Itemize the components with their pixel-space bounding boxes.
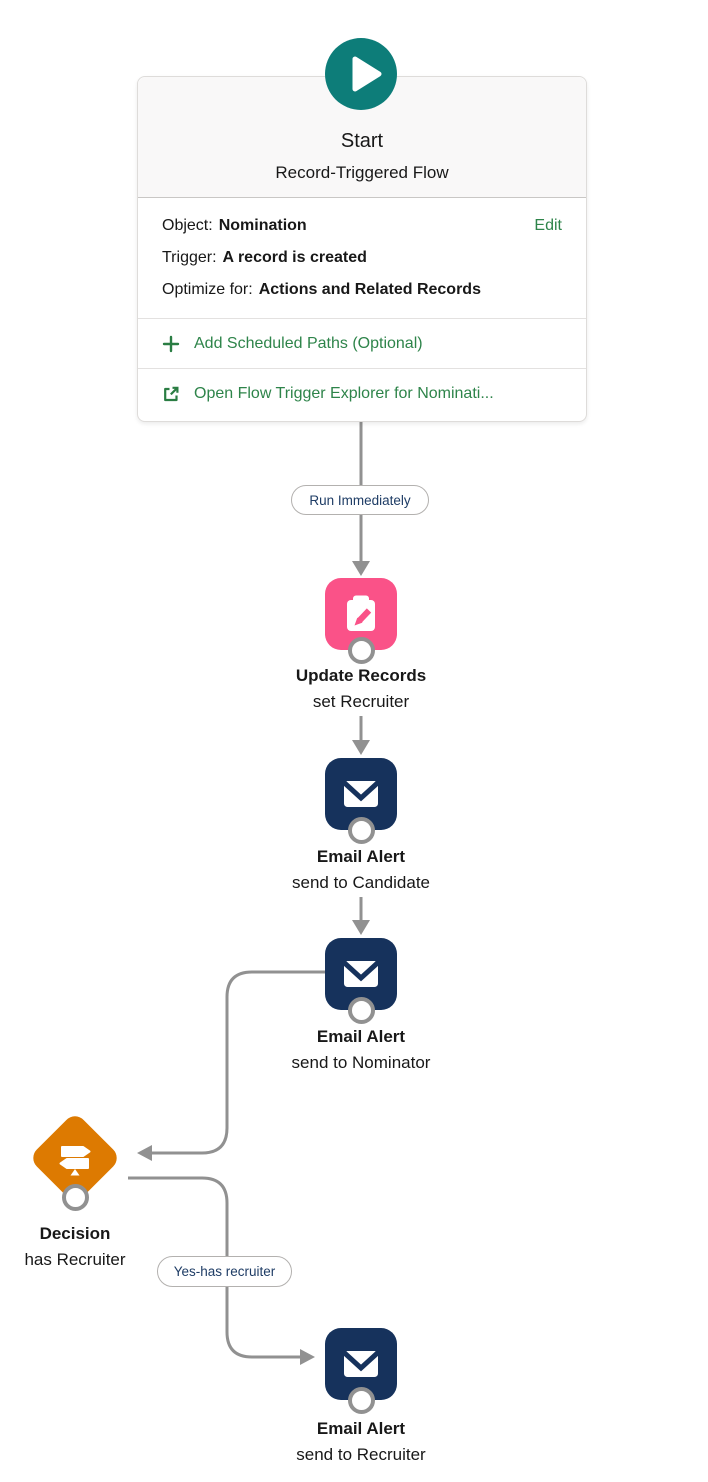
connector-handle-update-records (348, 637, 375, 664)
arrowhead-decision (137, 1145, 152, 1161)
trigger-row: Trigger: A record is created (162, 242, 562, 274)
object-row: Object: Nomination (162, 210, 562, 242)
connector-handle-email-candidate (348, 817, 375, 844)
connector-handle-email-nominator (348, 997, 375, 1024)
connector-email-nominator-to-decision (152, 970, 325, 1155)
connector-label-run-immediately[interactable]: Run Immediately (291, 485, 429, 515)
object-label: Object: (162, 217, 213, 234)
arrowhead-email-candidate (352, 740, 370, 755)
object-value: Nomination (218, 217, 307, 234)
email-envelope-icon (342, 780, 380, 807)
node-title-update-records: Update Records (295, 666, 427, 685)
optimize-label: Optimize for: (162, 281, 253, 298)
trigger-label: Trigger: (162, 249, 217, 266)
open-flow-trigger-explorer-button[interactable]: Open Flow Trigger Explorer for Nominati.… (138, 368, 586, 418)
start-title: Start (340, 130, 384, 152)
yes-has-recruiter-label: Yes-has recruiter (173, 1264, 276, 1279)
node-subtitle-email-candidate: send to Candidate (292, 873, 430, 892)
node-title-decision: Decision (39, 1224, 111, 1243)
edit-button[interactable]: Edit (534, 217, 562, 234)
run-immediately-label: Run Immediately (309, 492, 411, 508)
node-subtitle-decision: has Recruiter (24, 1250, 126, 1269)
node-title-email-recruiter: Email Alert (316, 1419, 406, 1438)
node-update-records[interactable] (325, 578, 397, 650)
email-recruiter-labels: Email Alert send to Recruiter (241, 1415, 481, 1469)
open-flow-trigger-explorer-label: Open Flow Trigger Explorer for Nominati.… (194, 384, 494, 402)
node-subtitle-email-recruiter: send to Recruiter (296, 1445, 426, 1464)
plus-icon (162, 335, 180, 352)
node-subtitle-email-nominator: send to Nominator (291, 1053, 431, 1072)
arrowhead-email-recruiter (300, 1349, 315, 1365)
arrowhead-update-records (352, 561, 370, 576)
optimize-row: Optimize for: Actions and Related Records (162, 274, 562, 306)
add-scheduled-paths-button[interactable]: Add Scheduled Paths (Optional) (138, 318, 586, 368)
email-candidate-labels: Email Alert send to Candidate (241, 843, 481, 897)
decision-labels: Decision has Recruiter (0, 1220, 175, 1274)
arrowhead-email-nominator (352, 920, 370, 935)
node-title-email-nominator: Email Alert (316, 1027, 406, 1046)
connector-handle-decision (62, 1184, 89, 1211)
play-triangle-glyph (352, 56, 382, 92)
optimize-value: Actions and Related Records (258, 281, 481, 298)
email-nominator-labels: Email Alert send to Nominator (241, 1023, 481, 1077)
decision-signpost-icon (59, 1146, 91, 1176)
start-subtitle: Record-Triggered Flow (275, 163, 449, 182)
update-records-clipboard-pencil-icon (347, 595, 375, 631)
node-title-email-candidate: Email Alert (316, 847, 406, 866)
email-envelope-icon (342, 1350, 380, 1377)
connector-label-yes-has-recruiter[interactable]: Yes-has recruiter (157, 1256, 292, 1287)
node-subtitle-update-records: set Recruiter (312, 692, 410, 711)
connector-handle-email-recruiter (348, 1387, 375, 1414)
start-card-details: Object: Nomination Edit Trigger: A record … (138, 198, 586, 318)
trigger-value: A record is created (222, 249, 367, 266)
play-icon[interactable] (325, 38, 397, 110)
add-scheduled-paths-label: Add Scheduled Paths (Optional) (194, 334, 423, 352)
external-link-icon (164, 386, 179, 401)
email-envelope-icon (342, 960, 380, 987)
start-node-card[interactable]: Start Record-Triggered Flow Object: Nomin… (137, 38, 587, 422)
update-records-labels: Update Records set Recruiter (241, 662, 481, 716)
